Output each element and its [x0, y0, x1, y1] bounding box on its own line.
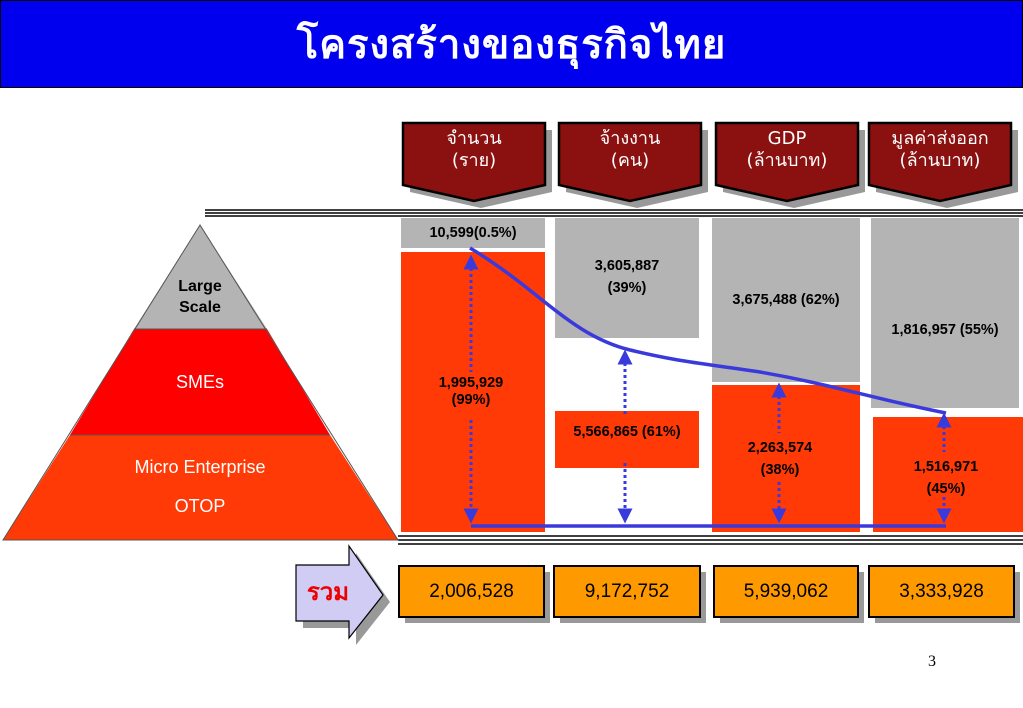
total-count: 2,006,528 — [429, 581, 514, 602]
total-label: รวม — [306, 578, 350, 606]
title-bar: โครงสร้างของธุรกิจไทย — [0, 0, 1023, 88]
value-export-sme: 1,516,971 (45%) — [913, 459, 979, 497]
header-export: มูลค่าส่งออก (ล้านบาท) — [891, 128, 989, 171]
dotted-arrows — [463, 254, 952, 524]
separator-bottom — [398, 535, 1023, 545]
header-count: จำนวน (ราย) — [446, 128, 502, 171]
value-employment-large: 3,605,887 (39%) — [594, 258, 660, 296]
value-count-sme: 1,995,929 (99%) — [401, 375, 541, 409]
header-employment: จ้างงาน (คน) — [599, 128, 661, 171]
page-number: 3 — [928, 653, 936, 670]
page-title: โครงสร้างของธุรกิจไทย — [296, 22, 727, 68]
pyramid-label-smes: SMEs — [175, 372, 224, 392]
column-header-shapes — [401, 121, 1018, 208]
pyramid-large-scale — [134, 225, 267, 329]
bar-export-large — [871, 218, 1019, 408]
separator-top — [205, 209, 1023, 217]
value-employment-sme: 5,566,865 (61%) — [573, 424, 681, 440]
business-pyramid — [2, 224, 399, 541]
header-gdp: GDP (ล้านบาท) — [746, 128, 828, 171]
bar-count-large — [401, 218, 545, 248]
pyramid-micro — [3, 435, 398, 540]
total-export: 3,333,928 — [899, 581, 984, 602]
bar-gdp-large — [712, 218, 860, 382]
value-gdp-large: 3,675,488 (62%) — [732, 292, 840, 308]
pyramid-label-micro: Micro Enterprise — [134, 457, 266, 477]
total-arrow-shape — [295, 544, 390, 645]
value-export-large: 1,816,957 (55%) — [891, 322, 999, 338]
total-employment: 9,172,752 — [584, 581, 670, 602]
sme-share-curve — [469, 246, 947, 415]
total-gdp: 5,939,062 — [743, 581, 829, 602]
value-count-large: 10,599(0.5%) — [429, 225, 517, 241]
pyramid-label-otop: OTOP — [174, 496, 226, 516]
bar-employment-sme — [555, 411, 699, 468]
total-box-shapes — [398, 565, 1020, 623]
pyramid-smes — [70, 329, 330, 435]
bar-employment-large — [555, 218, 699, 338]
pyramid-label-large: Large Scale — [178, 278, 222, 316]
value-gdp-sme: 2,263,574 (38%) — [712, 437, 848, 481]
